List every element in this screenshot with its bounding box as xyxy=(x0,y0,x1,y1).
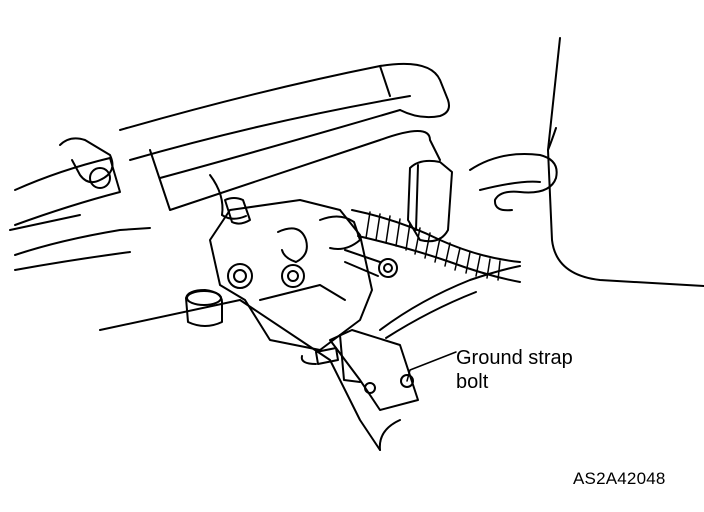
fitting-left xyxy=(227,263,253,289)
hose-clamp xyxy=(224,197,251,225)
left-pipe xyxy=(14,157,121,226)
ground-strap-cable xyxy=(379,265,521,331)
upper-pipe xyxy=(119,62,450,131)
callout-line-2: bolt xyxy=(456,371,489,393)
base-plate xyxy=(99,299,381,451)
fitting-center xyxy=(281,264,305,288)
curved-hose-small xyxy=(277,227,308,263)
harness-ribs xyxy=(365,211,501,281)
fitting-right xyxy=(378,258,398,278)
callout-line-1: Ground strap xyxy=(456,347,573,369)
ground-strap-bolt xyxy=(400,374,414,388)
bracket xyxy=(329,329,419,411)
callout-label: Ground strap bolt xyxy=(456,346,573,394)
throttle-housing xyxy=(209,199,373,351)
fender-panel xyxy=(547,37,704,287)
s-hose xyxy=(469,153,558,212)
callout-leader xyxy=(406,351,457,382)
left-clamp xyxy=(59,137,114,184)
main-hose xyxy=(149,130,441,211)
figure-code: AS2A42048 xyxy=(573,469,666,488)
vertical-hose xyxy=(407,159,453,243)
